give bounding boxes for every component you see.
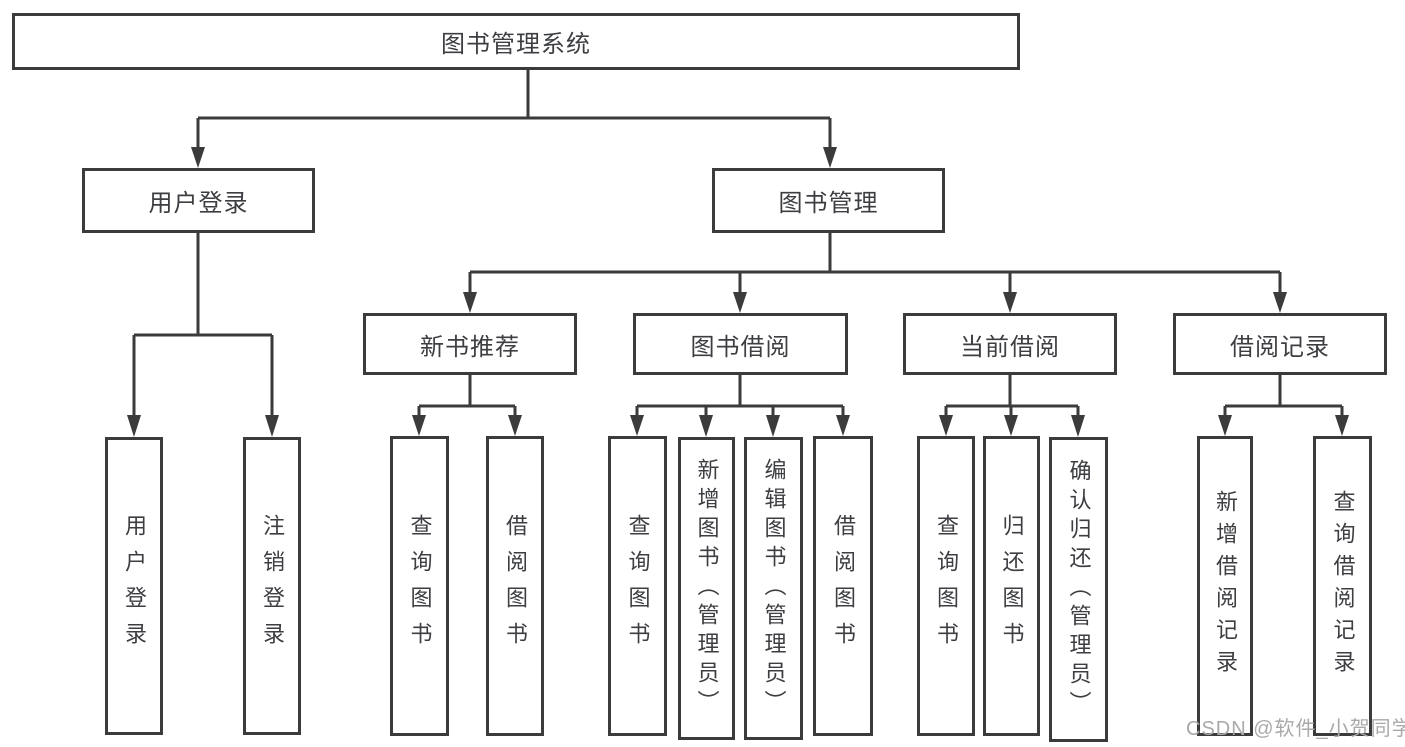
connector-userlogin-to-leaves xyxy=(127,233,279,437)
leaf-newbook-borrow-books: 借阅图书 xyxy=(486,436,544,736)
node-book-management: 图书管理 xyxy=(712,168,945,233)
connector-root-to-level2 xyxy=(191,70,837,168)
leaf-borrow-query-books: 查询图书 xyxy=(608,436,667,736)
node-label: 查询图书 xyxy=(934,514,959,658)
node-label: 用户登录 xyxy=(122,514,147,658)
connector-currentborrow-to-leaves xyxy=(939,375,1085,437)
node-label: 借阅记录 xyxy=(1230,333,1330,361)
connector-bookmgmt-to-level3 xyxy=(463,233,1287,313)
leaf-borrow-borrow-books: 借阅图书 xyxy=(813,436,873,736)
leaf-newbook-query-books: 查询图书 xyxy=(390,436,449,736)
node-book-borrow: 图书借阅 xyxy=(633,313,848,375)
node-borrow-records: 借阅记录 xyxy=(1173,313,1387,375)
node-new-book-recommend: 新书推荐 xyxy=(363,313,577,375)
node-current-borrow: 当前借阅 xyxy=(903,313,1117,375)
node-label: 新增图书（管理员） xyxy=(694,458,720,719)
node-label: 确认归还（管理员） xyxy=(1066,459,1092,720)
leaf-current-query-books: 查询图书 xyxy=(917,436,975,736)
node-label: 查询图书 xyxy=(407,514,433,658)
connector-newbook-to-leaves xyxy=(412,375,522,436)
node-user-login: 用户登录 xyxy=(82,168,315,233)
leaf-borrow-edit-books-admin: 编辑图书（管理员） xyxy=(744,437,803,740)
node-label: 借阅图书 xyxy=(831,514,856,658)
leaf-current-confirm-return-admin: 确认归还（管理员） xyxy=(1049,437,1108,742)
csdn-watermark: CSDN @软件_小贺同学 xyxy=(1186,718,1405,740)
leaf-logout: 注销登录 xyxy=(243,437,301,735)
node-label: 注销登录 xyxy=(260,514,285,658)
node-label: 编辑图书（管理员） xyxy=(761,458,787,719)
node-label: 新增借阅记录 xyxy=(1213,490,1238,682)
node-label: 用户登录 xyxy=(148,190,249,217)
node-label: 借阅图书 xyxy=(503,514,528,658)
connector-records-to-leaves xyxy=(1218,375,1349,436)
node-label: 归还图书 xyxy=(999,514,1025,658)
leaf-current-return-books: 归还图书 xyxy=(983,436,1040,736)
leaf-records-add-borrow-record: 新增借阅记录 xyxy=(1197,436,1253,736)
connector-bookborrow-to-leaves xyxy=(630,375,850,437)
node-label: 图书借阅 xyxy=(690,333,791,361)
node-label: 图书管理系统 xyxy=(441,31,591,58)
node-label: 查询图书 xyxy=(625,514,651,658)
leaf-records-query-borrow-record: 查询借阅记录 xyxy=(1313,436,1372,736)
leaf-user-login: 用户登录 xyxy=(105,437,163,735)
node-label: 查询借阅记录 xyxy=(1330,490,1356,682)
node-label: 图书管理 xyxy=(778,190,879,217)
node-label: 新书推荐 xyxy=(420,333,520,361)
node-label: 当前借阅 xyxy=(960,333,1060,361)
node-library-system-root: 图书管理系统 xyxy=(12,13,1020,70)
leaf-borrow-add-books-admin: 新增图书（管理员） xyxy=(678,437,735,740)
